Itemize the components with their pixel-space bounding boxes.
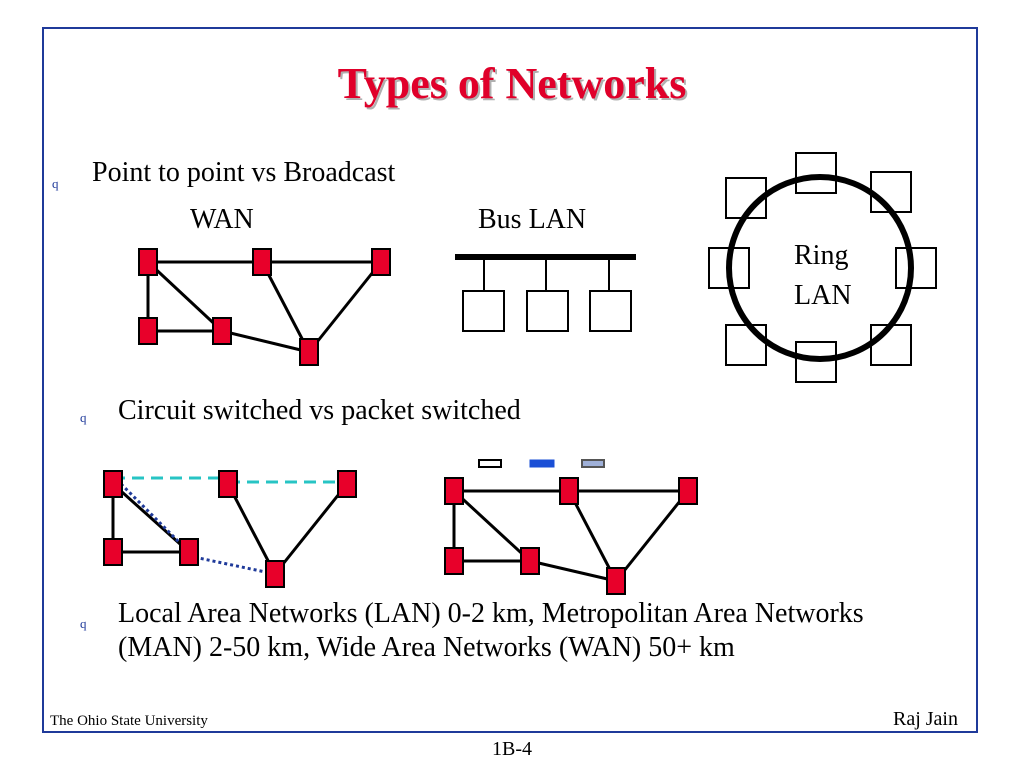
slide-title: Types of Networks [337,59,687,108]
wan-node [138,317,158,345]
packet-link [567,490,618,582]
wan-label: WAN [190,204,254,235]
ring-line [726,174,914,362]
circuit-link [226,483,277,575]
packet-node [520,547,540,575]
page-number: 1B-4 [492,738,532,760]
circuit-node [103,538,123,566]
packet-node [678,477,698,505]
ring-station [895,247,937,289]
ring-station [795,341,837,383]
packet-icon [529,459,555,468]
slide-frame [42,27,978,733]
circuit-path-dotted [188,554,276,576]
ring-station [725,324,767,366]
ring-station [870,171,912,213]
wan-node [252,248,272,276]
circuit-node [337,470,357,498]
wan-node [299,338,319,366]
bullet-text-3: Local Area Networks (LAN) 0-2 km, Metrop… [118,598,864,663]
wan-link [260,261,311,353]
circuit-link [273,483,349,575]
bus-lan-label: Bus LAN [478,204,587,235]
circuit-node [265,560,285,588]
bus-lan-diagram [455,254,636,332]
packet-node [444,477,464,505]
bus-station [462,290,505,332]
circuit-switched-diagram [103,470,357,588]
wan-node [138,248,158,276]
ring-station [795,152,837,194]
circuit-node [218,470,238,498]
wan-node [212,317,232,345]
ring-lan-label-line2: LAN [794,280,852,311]
packet-switched-diagram [444,459,698,595]
circuit-node [103,470,123,498]
circuit-node [179,538,199,566]
packet-link [452,489,532,563]
footer-author: Raj Jain [893,708,958,730]
bullet-marker-2: q [80,410,87,425]
packet-node [444,547,464,575]
bus-station [526,290,569,332]
bullet-text-1: Point to point vs Broadcast [92,157,396,188]
ring-lan-label-line1: Ring [794,240,849,271]
footer-university: The Ohio State University [50,713,208,729]
bullet-marker-3: q [80,616,87,631]
wan-link [221,329,310,354]
packet-node [606,567,626,595]
wan-link [307,261,383,353]
ring-station [870,324,912,366]
bullet-text-2: Circuit switched vs packet switched [118,395,521,426]
ring-lan-diagram [708,152,937,383]
wan-link [146,260,224,333]
bus-station [589,290,632,332]
packet-icon [478,459,502,468]
bullet-marker-1: q [52,176,59,191]
packet-link [614,490,690,582]
circuit-path-dotted [119,482,191,554]
packet-link [529,559,617,583]
packet-node [559,477,579,505]
wan-node [371,248,391,276]
packet-icon [581,459,605,468]
